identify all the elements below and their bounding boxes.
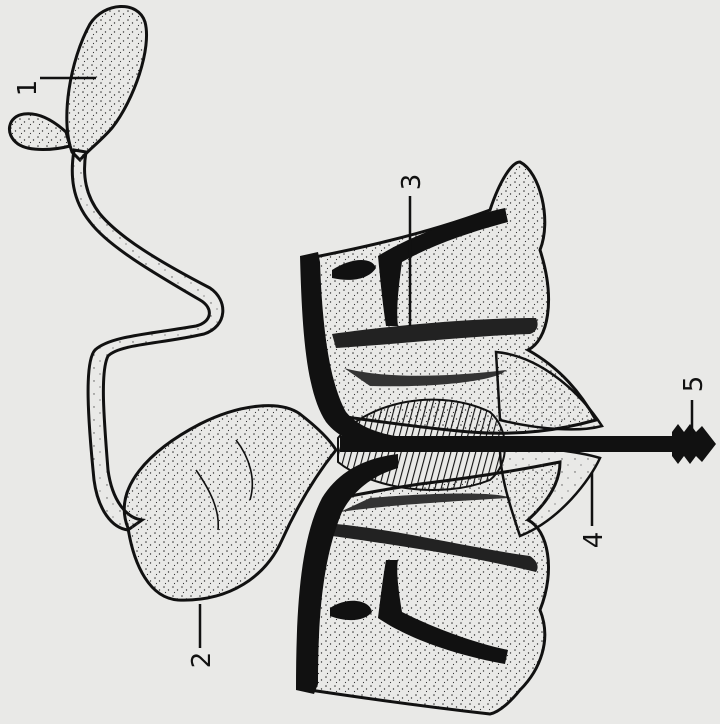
central-style <box>340 436 700 452</box>
label-1: 1 <box>13 80 43 97</box>
label-4: 4 <box>579 532 609 549</box>
label-5: 5 <box>679 376 709 393</box>
label-2: 2 <box>187 652 217 669</box>
label-3: 3 <box>397 174 427 191</box>
